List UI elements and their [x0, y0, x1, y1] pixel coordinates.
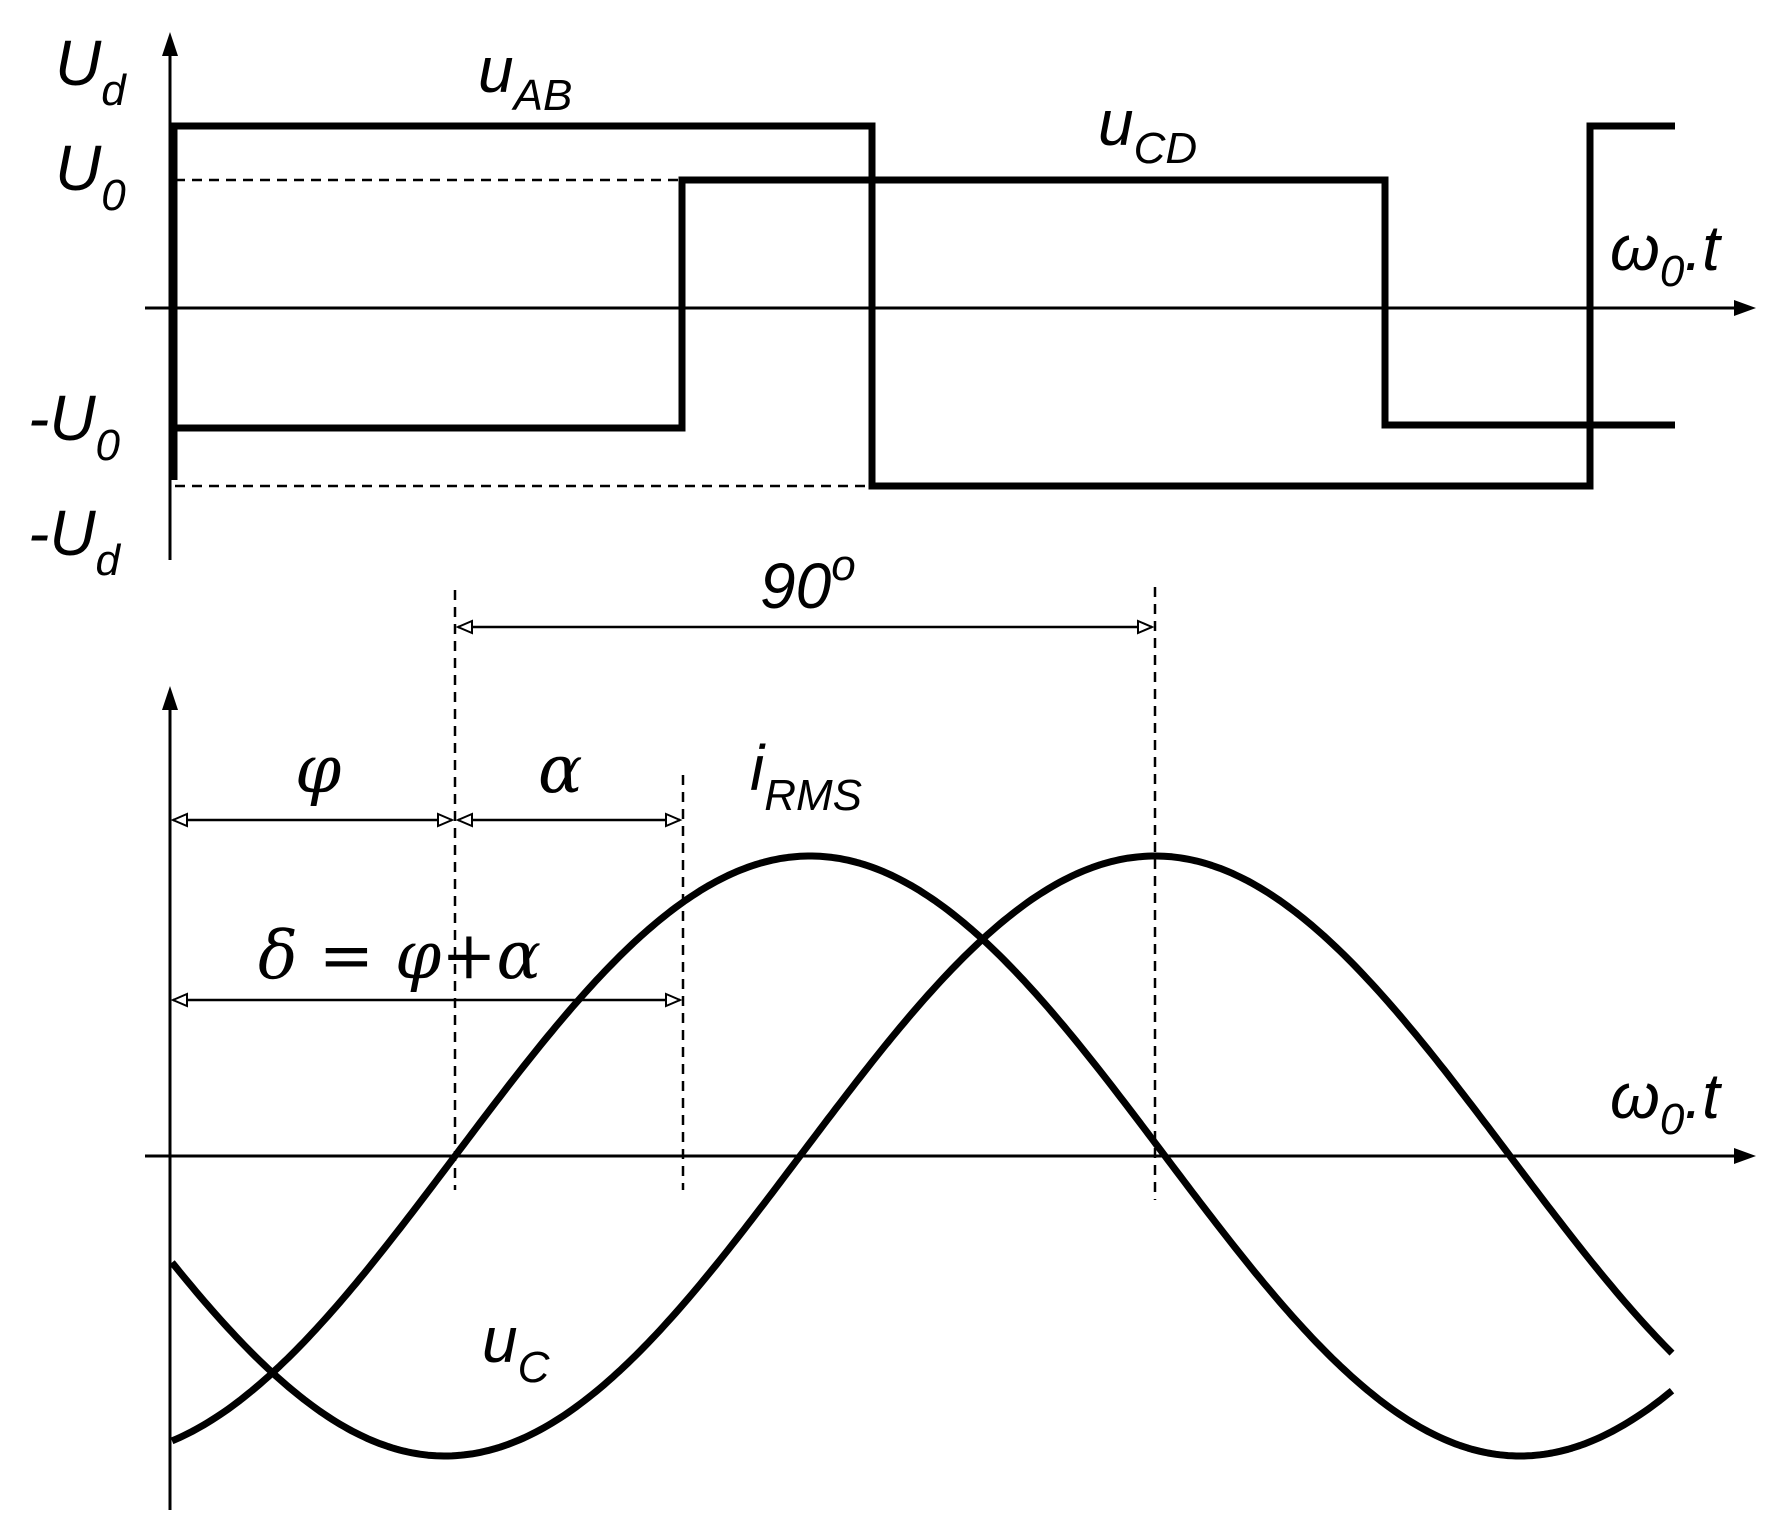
- uc-curve: [169, 852, 1675, 1460]
- angle-90-label: 90o: [760, 541, 856, 622]
- top-x-axis-label: ω0.t: [1610, 212, 1722, 296]
- irms-curve: [170, 852, 1675, 1460]
- phi-label: φ: [295, 731, 341, 808]
- bottom-y-axis: [162, 686, 178, 1510]
- uab-label: uAB: [478, 34, 572, 120]
- alpha-dimension: [455, 812, 683, 828]
- ud-label: Ud: [55, 27, 127, 115]
- bottom-x-axis: [145, 1148, 1756, 1164]
- uc-label: uC: [482, 1304, 551, 1392]
- phi-dimension: [170, 812, 455, 828]
- alpha-label: α: [538, 731, 583, 808]
- top-y-axis: [162, 32, 178, 560]
- delta-dimension: [170, 992, 683, 1008]
- ucd-waveform: [174, 176, 1675, 432]
- uab-waveform: [170, 122, 1675, 490]
- ucd-label: uCD: [1098, 87, 1197, 173]
- irms-label: iRMS: [750, 732, 862, 820]
- top-plot: Ud U0 -U0 -Ud uAB uCD ω0.t: [28, 27, 1756, 585]
- top-x-axis: [145, 300, 1756, 316]
- bottom-plot: 90o φ α δ = φ+α iRMS uC ω0.t: [145, 541, 1756, 1510]
- bottom-x-axis-label: ω0.t: [1610, 1060, 1722, 1144]
- angle-90-dimension: [455, 619, 1155, 635]
- u0-label: U0: [55, 132, 126, 220]
- neg-u0-label: -U0: [28, 382, 121, 470]
- neg-ud-label: -Ud: [28, 497, 122, 585]
- delta-equation-label: δ = φ+α: [258, 917, 541, 994]
